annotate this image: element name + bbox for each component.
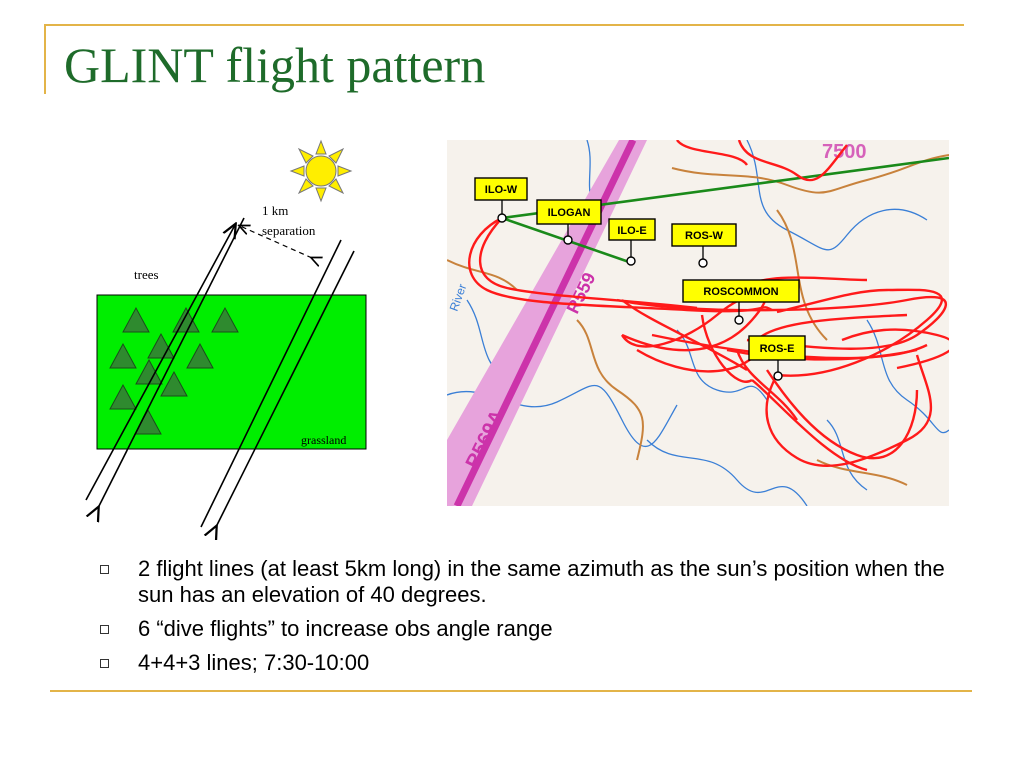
map-label-roscommon: ROSCOMMON xyxy=(703,286,778,298)
map-label-ros-w: ROS-W xyxy=(685,230,724,242)
bullet-item: 6 “dive flights” to increase obs angle r… xyxy=(100,616,980,642)
map-rivers xyxy=(447,140,949,506)
waypoint-markers xyxy=(497,213,783,381)
tree-icon xyxy=(109,342,137,369)
bullet-list: 2 flight lines (at least 5km long) in th… xyxy=(100,556,980,684)
tree-icon xyxy=(147,332,175,359)
tree-icon xyxy=(109,383,137,410)
tree-icon xyxy=(160,370,188,397)
map-roads xyxy=(447,154,949,486)
airway-band xyxy=(447,140,647,506)
flight-tracks xyxy=(468,140,949,472)
separation-label-line1: 1 km xyxy=(262,203,288,218)
map-label-box-roscommon xyxy=(682,279,800,303)
waypoint-marker-ros-e xyxy=(773,371,783,381)
waypoint-marker-ros-w xyxy=(698,258,708,268)
map-label-ilogan: ILOGAN xyxy=(548,207,591,219)
map-label-ilo-e: ILO-E xyxy=(617,225,646,237)
bullet-item: 2 flight lines (at least 5km long) in th… xyxy=(100,556,980,608)
bullet-text: 4+4+3 lines; 7:30-10:00 xyxy=(138,650,370,675)
tree-cluster xyxy=(109,306,239,435)
map-label-box-ilogan xyxy=(536,199,602,225)
tree-icon xyxy=(211,306,239,333)
map-label-ros-e: ROS-E xyxy=(760,343,795,355)
waypoint-marker-ilogan xyxy=(563,235,573,245)
map-label-box-ilo-w xyxy=(474,177,528,201)
frame-left-rule xyxy=(44,24,46,94)
map-label-box-ros-e xyxy=(748,335,806,361)
square-bullet-icon xyxy=(100,659,109,668)
label-stems xyxy=(501,200,779,372)
flight-track-map: R569A R559 7500 River xyxy=(447,140,949,506)
sun-icon xyxy=(289,139,353,203)
slide-title: GLINT flight pattern xyxy=(64,37,486,93)
waypoint-marker-ilo-e xyxy=(626,256,636,266)
square-bullet-icon xyxy=(100,625,109,634)
bullet-text: 2 flight lines (at least 5km long) in th… xyxy=(138,556,945,607)
flight-pattern-diagram: 1 km separation trees grassland xyxy=(85,139,367,540)
waypoint-marker-ilo-w xyxy=(497,213,507,223)
frame-top-rule xyxy=(44,24,964,26)
frame-bottom-rule xyxy=(50,690,972,692)
trees-label: trees xyxy=(134,267,159,282)
map-label-ilo-w: ILO-W xyxy=(485,184,518,196)
bullet-text: 6 “dive flights” to increase obs angle r… xyxy=(138,616,553,641)
square-bullet-icon xyxy=(100,565,109,574)
tree-icon xyxy=(122,306,150,333)
map-label-box-ilo-e xyxy=(608,218,656,241)
grassland-label: grassland xyxy=(301,433,346,447)
flight-line-right-b xyxy=(216,250,355,527)
corner-number-label: 7500 xyxy=(822,141,867,163)
bullet-item: 4+4+3 lines; 7:30-10:00 xyxy=(100,650,980,676)
separation-label-line2: separation xyxy=(262,223,316,238)
flight-line-left-a xyxy=(85,225,235,501)
flight-line-right-a xyxy=(200,239,342,528)
flight-line-left-b xyxy=(98,217,245,508)
separation-arrow xyxy=(240,226,312,258)
waypoint-marker-roscommon xyxy=(734,315,744,325)
tree-icon xyxy=(186,342,214,369)
map-label-box-ros-w xyxy=(671,223,737,247)
